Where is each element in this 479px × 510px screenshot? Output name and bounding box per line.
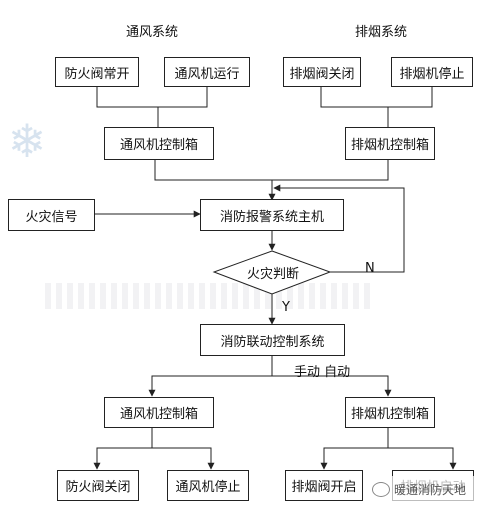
node-fire-damper-closed: 防火阀关闭: [57, 470, 139, 501]
node-fire-judgment: 火灾判断: [246, 266, 299, 282]
node-fire-damper-open: 防火阀常开: [55, 57, 139, 87]
edge-smoke-fan-to-smoke-box: [388, 87, 433, 108]
node-fire-linkage-control: 消防联动控制系统: [200, 324, 345, 356]
edge-label-no: N: [365, 261, 375, 276]
edge-smoke-box-to-junction: [272, 160, 389, 181]
snowflake-watermark-icon: ❄: [7, 114, 47, 168]
edge-vent-box-to-junction: [154, 160, 272, 181]
node-ventilator-control-box-bottom: 通风机控制箱: [104, 397, 214, 428]
edge-vent-running-to-vent-box: [158, 87, 208, 108]
edge-to-smoke-damper-open: [320, 447, 388, 470]
node-smoke-fan-control-box-top: 排烟机控制箱: [345, 127, 435, 160]
edge-to-damper-closed: [93, 447, 152, 470]
node-smoke-damper-open: 排烟阀开启: [285, 470, 363, 501]
edge-label-yes: Y: [282, 300, 290, 315]
node-ventilator-control-box-top: 通风机控制箱: [104, 127, 214, 160]
node-fire-alarm-host: 消防报警系统主机: [200, 199, 344, 231]
edge-split-left: [148, 375, 272, 397]
node-ventilator-running: 通风机运行: [164, 57, 250, 87]
node-smoke-damper-closed: 排烟阀关闭: [283, 57, 361, 87]
watermark-account-name: 暖通消防天地: [394, 482, 467, 497]
node-fire-signal: 火灾信号: [8, 199, 95, 231]
node-ventilator-stopped: 通风机停止: [167, 470, 249, 501]
node-smoke-fan-stopped: 排烟机停止: [391, 57, 473, 87]
edge-judgment-no-loop: [273, 184, 405, 273]
watermark-band: [45, 283, 375, 309]
node-smoke-fan-control-box-bottom: 排烟机控制箱: [345, 397, 435, 428]
edge-label-manual-auto: 手动 自动: [294, 365, 351, 380]
edge-to-vent-stopped: [152, 447, 215, 470]
edge-split-right: [272, 375, 392, 397]
wechat-watermark: 暖通消防天地: [372, 476, 479, 502]
judgment-diamond: [212, 250, 332, 295]
heading-smoke-exhaust-system: 排烟系统: [355, 25, 408, 40]
heading-ventilation-system: 通风系统: [126, 25, 179, 40]
wechat-icon: [372, 481, 390, 497]
edge-smoke-damper-to-smoke-box: [320, 87, 389, 127]
edge-to-smoke-fan-start: [388, 447, 457, 470]
edge-damper-open-to-vent-box: [96, 87, 159, 127]
